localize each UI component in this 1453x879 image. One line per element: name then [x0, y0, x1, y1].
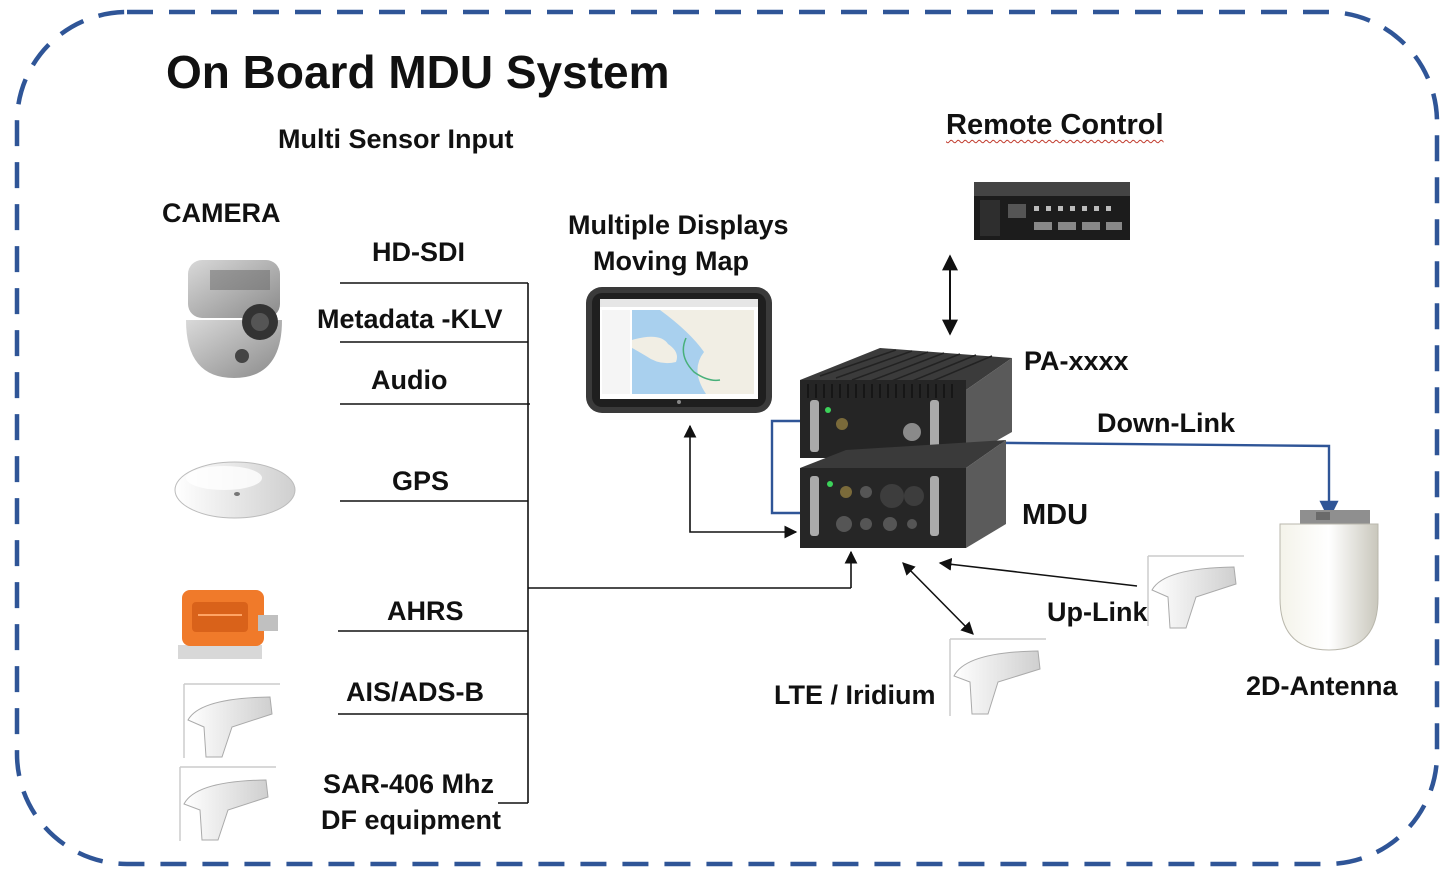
metadata-klv-label: Metadata -KLV: [317, 304, 503, 334]
blade-antenna-icon: [179, 766, 276, 841]
gps-antenna-icon: [174, 461, 296, 519]
downlink-arrow: [912, 440, 1339, 520]
camera-gimbal-icon: [186, 260, 282, 378]
uplink-arrow: [938, 557, 1138, 587]
2d-antenna-icon: [1279, 510, 1379, 651]
remote-control-label: Remote Control: [946, 109, 1164, 141]
lte-iridium-label: LTE / Iridium: [774, 680, 936, 710]
blade-antenna-icon: [1147, 555, 1244, 629]
page-title: On Board MDU System: [166, 46, 670, 98]
mdu-label: MDU: [1022, 499, 1089, 531]
sensor-bus-lines: [338, 282, 851, 804]
display-link-arrow: [683, 424, 798, 539]
ahrs-sensor-icon: [178, 590, 278, 659]
audio-label: Audio: [371, 365, 448, 395]
camera-label: CAMERA: [162, 198, 281, 228]
pa-unit-icon: [800, 348, 1012, 458]
system-boundary: [14, 9, 1440, 867]
blade-antenna-icon: [949, 638, 1046, 716]
remote-control-unit-icon: [974, 182, 1130, 240]
lte-link-arrow: [902, 562, 974, 635]
multiple-displays-label: Multiple Displays: [568, 210, 789, 240]
hd-sdi-label: HD-SDI: [372, 237, 465, 267]
df-equipment-label: DF equipment: [321, 805, 501, 835]
2d-antenna-label: 2D-Antenna: [1246, 671, 1398, 701]
blade-antenna-icon: [183, 683, 280, 758]
mdu-unit-icon: [800, 440, 1006, 548]
ahrs-label: AHRS: [387, 596, 464, 626]
gps-label: GPS: [392, 466, 450, 496]
pa-label: PA-xxxx: [1024, 346, 1129, 376]
up-link-label: Up-Link: [1047, 597, 1148, 627]
moving-map-label: Moving Map: [593, 246, 749, 276]
ais-adsb-label: AIS/ADS-B: [346, 677, 485, 707]
rugged-tablet-icon: [586, 287, 772, 413]
sar-406-label: SAR-406 Mhz: [323, 769, 495, 799]
down-link-label: Down-Link: [1097, 408, 1235, 438]
multi-sensor-input-label: Multi Sensor Input: [278, 124, 514, 154]
